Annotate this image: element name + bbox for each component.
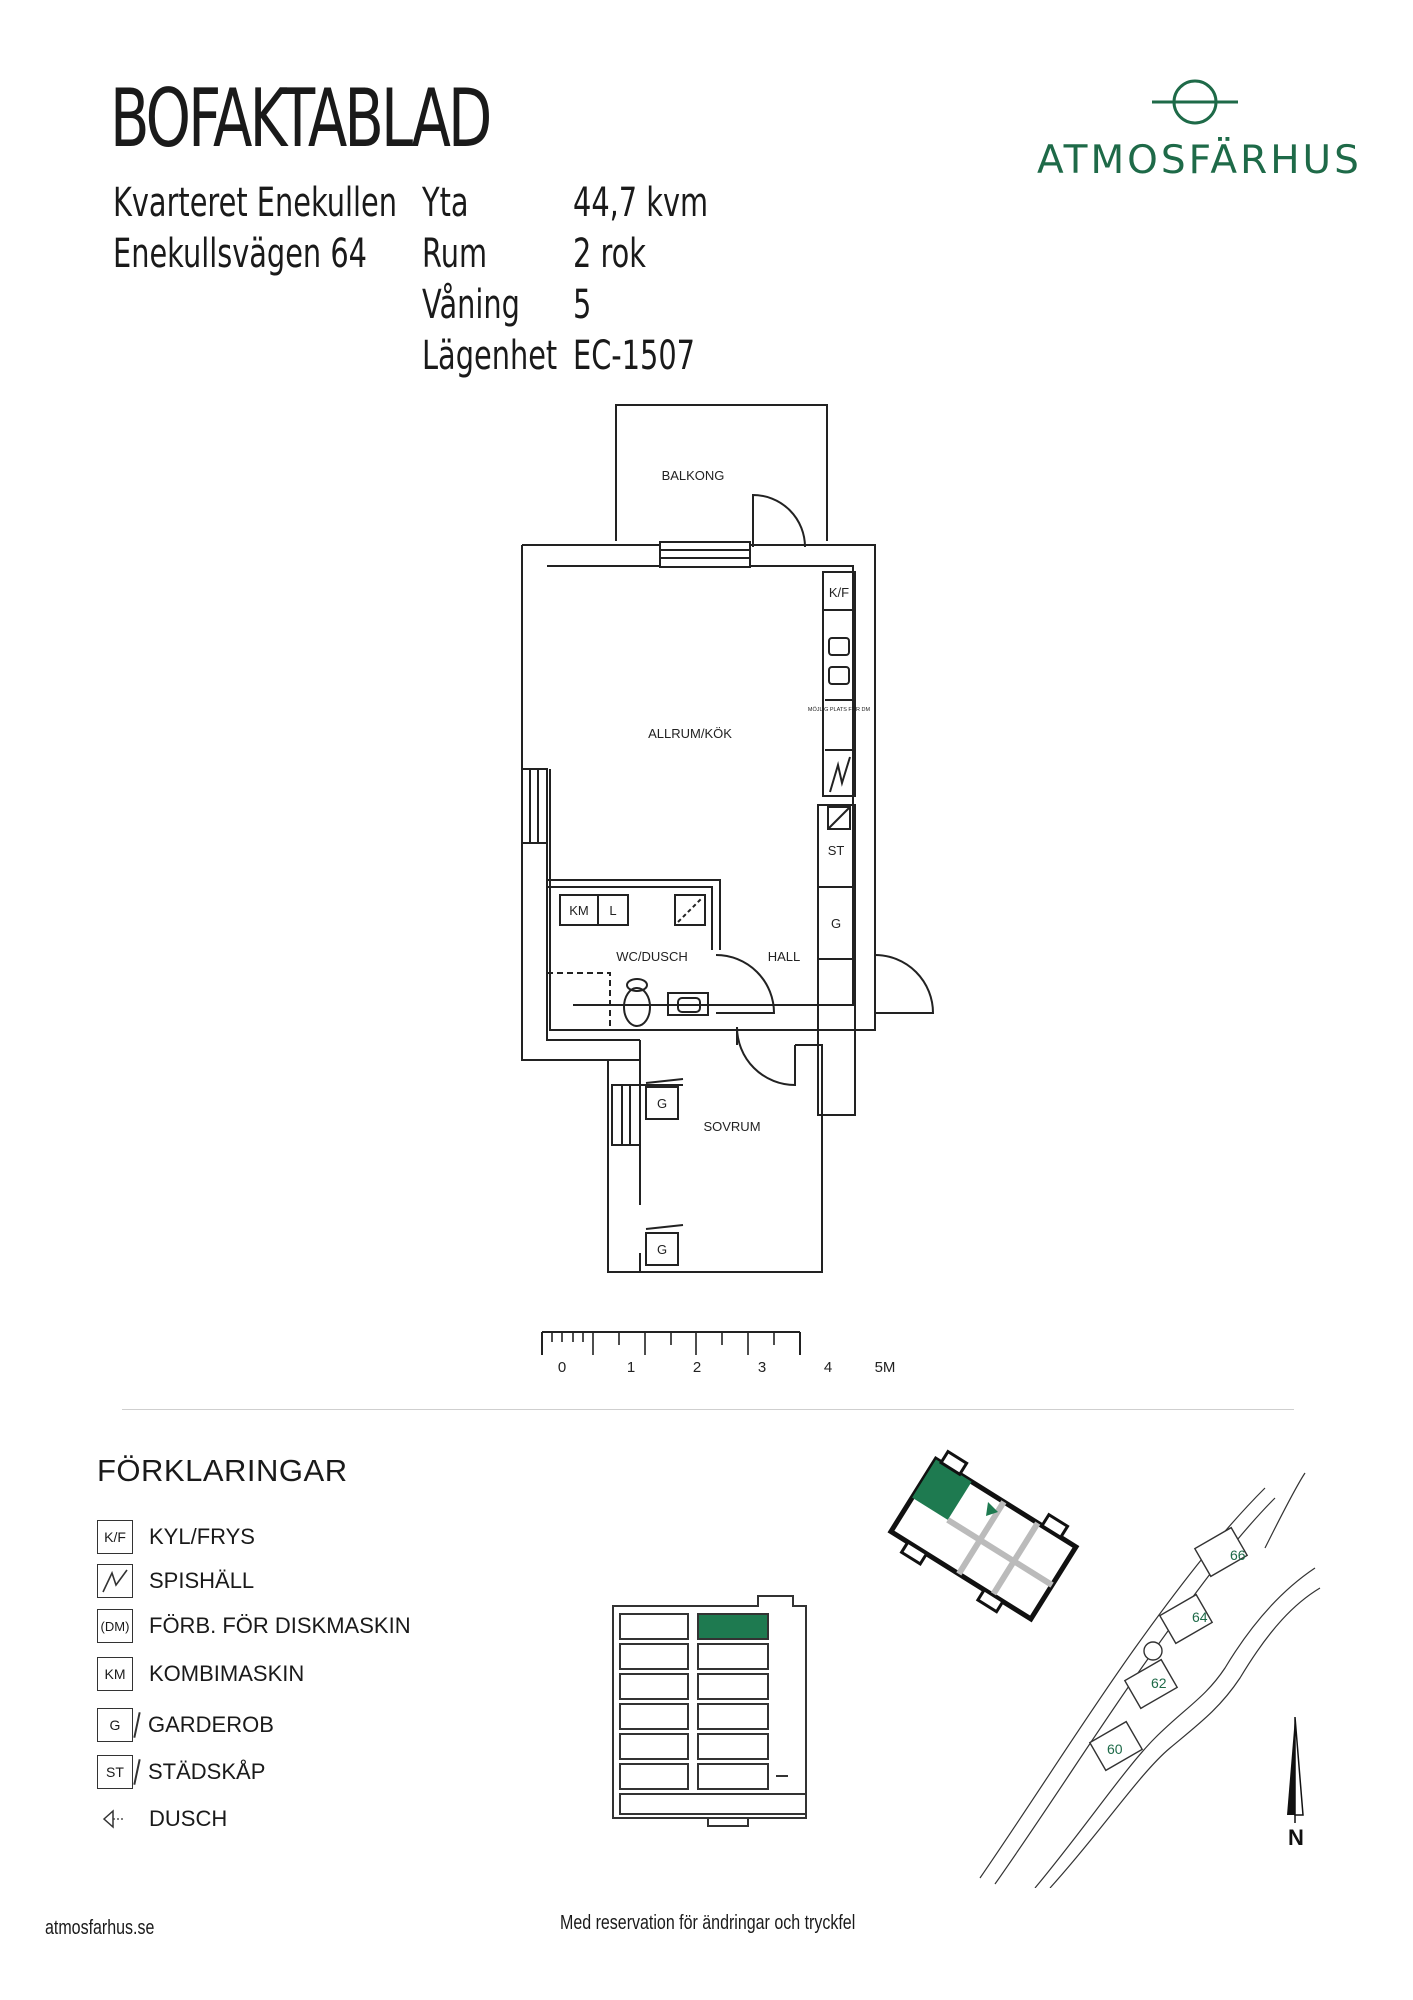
legend-item-st: ST STÄDSKÅP <box>97 1752 265 1792</box>
scale-label-3: 3 <box>758 1359 766 1376</box>
north-label: N <box>1288 1825 1304 1850</box>
legend-item-g: G GARDEROB <box>97 1705 274 1745</box>
project-address: Enekullsvägen 64 <box>113 231 367 277</box>
entrance-arrow-icon <box>986 1502 998 1516</box>
section-divider <box>122 1409 1294 1410</box>
website-link[interactable]: atmosfarhus.se <box>45 1917 155 1939</box>
fact-label-floor: Våning <box>422 282 520 328</box>
scale-label-0: 0 <box>558 1359 566 1376</box>
scale-label-4: 4 <box>824 1359 832 1376</box>
fact-value-apartment: EC-1507 <box>573 333 695 379</box>
site-building-64: 64 <box>1192 1609 1208 1625</box>
facts-labels: Yta Rum Våning Lägenhet <box>422 178 557 382</box>
legend-label-st: STÄDSKÅP <box>148 1759 266 1784</box>
building-key-plan <box>887 1449 1080 1623</box>
site-buildings <box>1088 1526 1249 1772</box>
symbol-dm: MÖJLIG PLATS FÖR DM <box>808 706 871 713</box>
legend-label-spishall: SPISHÄLL <box>149 1568 255 1593</box>
legend-item-km: KM KOMBIMASKIN <box>97 1654 304 1694</box>
balcony-outline <box>615 404 828 541</box>
legend-label-kf: KYL/FRYS <box>149 1524 255 1549</box>
wardrobe-door-icon <box>133 1712 141 1738</box>
legend-symbol-dm: (DM) <box>97 1609 133 1643</box>
legend-symbol-km: KM <box>97 1657 133 1691</box>
legend-item-kf: K/F KYL/FRYS <box>97 1517 255 1557</box>
legend-symbol-kf: K/F <box>97 1520 133 1554</box>
legend-label-dusch: DUSCH <box>149 1806 228 1831</box>
symbol-g-hall: G <box>831 916 841 931</box>
scale-label-2: 2 <box>693 1359 701 1376</box>
room-allrum: ALLRUM/KÖK <box>648 726 732 741</box>
symbol-g-sovrum-2: G <box>657 1242 667 1257</box>
legend-item-spishall: SPISHÄLL <box>97 1561 254 1601</box>
brand-name: ATMOSFÄRHUS <box>1037 138 1362 183</box>
fact-label-area: Yta <box>422 180 469 226</box>
room-wc: WC/DUSCH <box>616 949 688 964</box>
symbol-km: KM <box>569 903 589 918</box>
scale-label-5: 5M <box>875 1359 896 1376</box>
scale-ticks <box>551 1332 775 1355</box>
legend-label-dm: FÖRB. FÖR DISKMASKIN <box>149 1613 411 1638</box>
legend-title: FÖRKLARINGAR <box>97 1453 348 1488</box>
legend-label-km: KOMBIMASKIN <box>149 1661 305 1686</box>
fact-label-apartment: Lägenhet <box>422 333 558 379</box>
symbol-l: L <box>609 903 616 918</box>
fact-value-area: 44,7 kvm <box>573 180 709 226</box>
brand-logo-icon <box>1152 79 1238 125</box>
north-arrow-icon: N <box>1287 1716 1304 1850</box>
fact-value-floor: 5 <box>573 282 592 328</box>
legend-symbol-st: ST <box>97 1755 133 1789</box>
project-name: Kvarteret Enekullen <box>113 180 397 226</box>
legend-symbol-g: G <box>97 1708 133 1742</box>
symbol-g-sovrum-1: G <box>657 1096 667 1111</box>
site-plan-map: 66 64 62 60 <box>979 1472 1321 1888</box>
symbol-kf: K/F <box>829 585 849 600</box>
facts-values: 44,7 kvm 2 rok 5 EC-1507 <box>573 178 708 382</box>
shower-icon <box>97 1802 133 1836</box>
legend-item-dusch: DUSCH <box>97 1799 227 1839</box>
room-sovrum: SOVRUM <box>703 1119 760 1134</box>
room-balkong: BALKONG <box>662 468 725 483</box>
page-title: BOFAKTABLAD <box>110 72 492 165</box>
floor-plan: BALKONG ALLRUM/KÖK WC/DUSCH HALL SOVRUM … <box>521 404 935 1376</box>
disclaimer: Med reservation för ändringar och tryckf… <box>560 1912 856 1934</box>
legend-item-dm: (DM) FÖRB. FÖR DISKMASKIN <box>97 1606 411 1646</box>
room-hall: HALL <box>768 949 801 964</box>
site-building-66: 66 <box>1230 1547 1246 1563</box>
cabinet-door-icon <box>133 1759 141 1785</box>
building-section-diagram <box>612 1595 807 1827</box>
fact-label-rooms: Rum <box>422 231 488 277</box>
highlighted-floor <box>699 1615 767 1638</box>
symbol-st: ST <box>828 843 845 858</box>
site-building-60: 60 <box>1107 1741 1123 1757</box>
legend-label-g: GARDEROB <box>148 1712 274 1737</box>
fact-value-rooms: 2 rok <box>573 231 646 277</box>
project-info: Kvarteret Enekullen Enekullsvägen 64 <box>113 178 397 280</box>
stove-icon <box>97 1564 133 1598</box>
scale-label-1: 1 <box>627 1359 635 1376</box>
site-building-62: 62 <box>1151 1675 1167 1691</box>
